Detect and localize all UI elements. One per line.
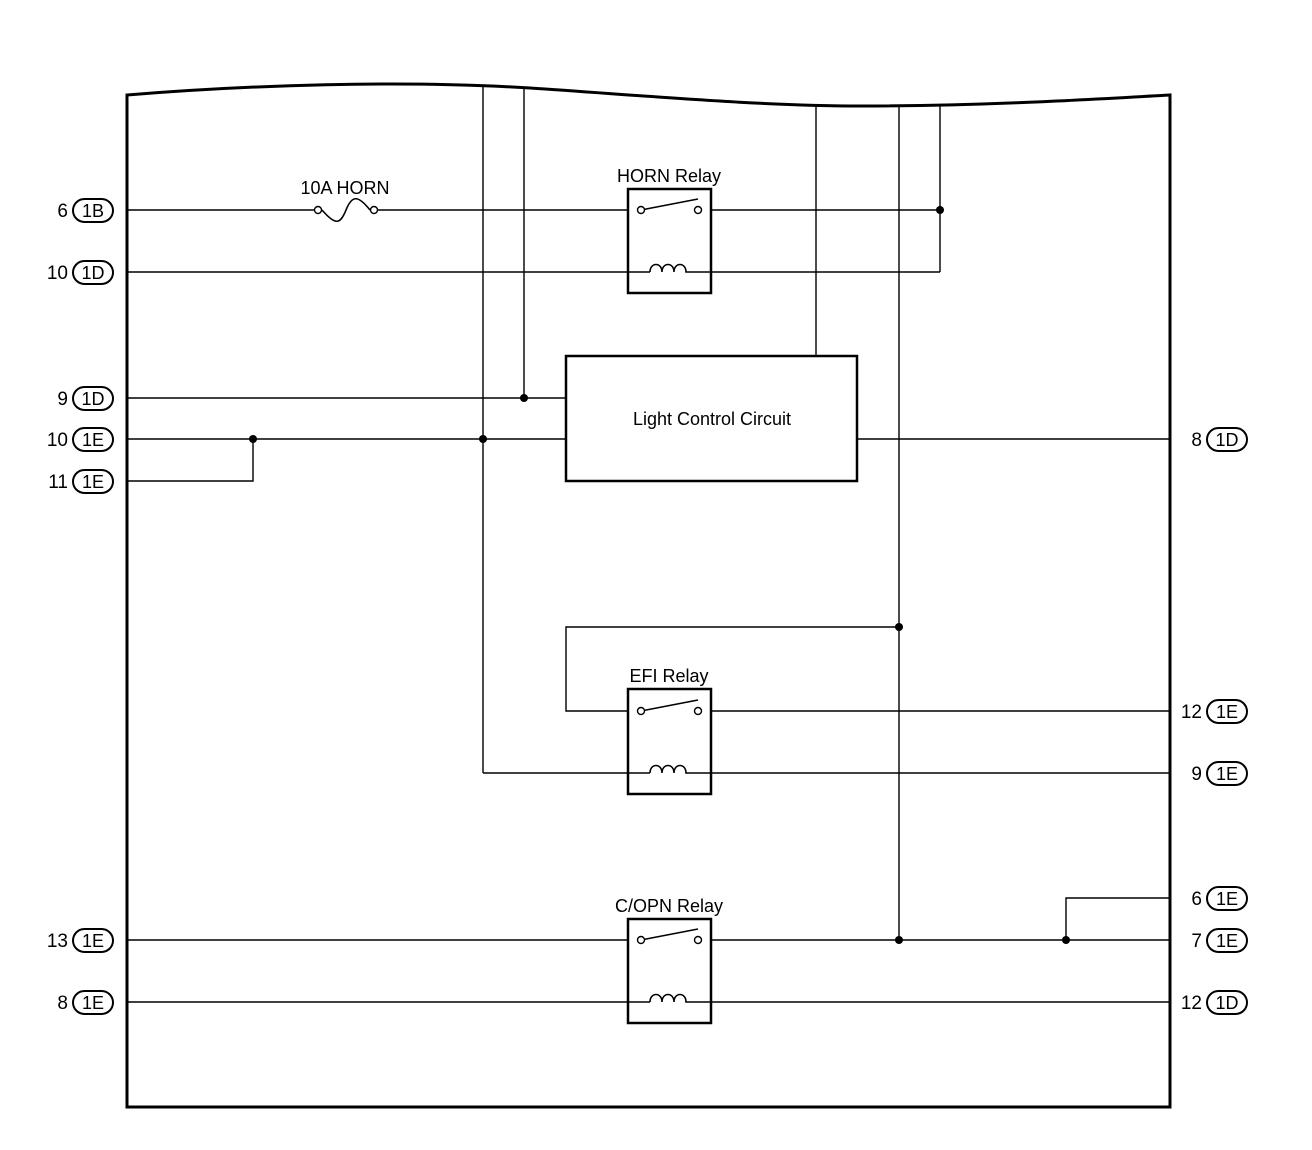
wire-6-1e [1065,897,1170,940]
junction-dot [520,394,528,402]
connector-id: 1E [1216,764,1238,784]
right-connector: 12 1E [1181,699,1248,724]
left-connector: 10 1D [47,260,114,285]
wire-11-1e [127,439,254,482]
junction-dot [936,206,944,214]
connector-id: 1E [82,430,104,450]
junction-dot [249,435,257,443]
junction-block-frame [125,82,1172,1109]
connector-id: 1D [1215,430,1238,450]
pin-number: 9 [57,389,68,410]
fuse-label: 10A HORN [300,178,389,198]
right-connector: 8 1D [1191,427,1248,452]
left-connector: 10 1E [47,427,114,452]
wire-efi-loop [565,626,899,712]
pin-number: 12 [1181,993,1202,1014]
connector-id: 1B [82,201,104,221]
pin-number: 12 [1181,702,1202,723]
junction-dot [895,936,903,944]
connector-id: 1D [1215,993,1238,1013]
pin-number: 13 [47,931,68,952]
pin-number: 8 [57,993,68,1014]
connector-id: 1E [82,993,104,1013]
connector-id: 1E [82,472,104,492]
horn-relay-label: HORN Relay [617,166,721,186]
junction-dot [895,623,903,631]
efi-relay-label: EFI Relay [629,666,708,686]
pin-number: 9 [1191,764,1202,785]
connector-id: 1D [81,389,104,409]
pin-number: 8 [1191,430,1202,451]
connector-id: 1E [82,931,104,951]
connector-id: 1E [1216,889,1238,909]
junction-dot [479,435,487,443]
pin-number: 6 [57,201,68,222]
connector-id: 1E [1216,931,1238,951]
junction-dot [1062,936,1070,944]
copn-relay [626,917,713,1025]
connector-id: 1E [1216,702,1238,722]
left-connector: 9 1D [57,386,114,411]
left-connector: 11 1E [48,469,114,494]
light-control-label: Light Control Circuit [633,409,791,429]
right-connector: 12 1D [1181,990,1248,1015]
right-connector: 6 1E [1191,886,1248,911]
horn-relay [626,187,713,295]
pin-number: 7 [1191,931,1202,952]
left-connector: 13 1E [47,928,114,953]
connector-id: 1D [81,263,104,283]
right-connector: 9 1E [1191,761,1248,786]
pin-number: 11 [48,472,68,493]
copn-relay-label: C/OPN Relay [615,896,723,916]
right-connector: 7 1E [1191,928,1248,953]
efi-relay [626,687,713,796]
left-connector: 6 1B [57,198,114,223]
pin-number: 6 [1191,889,1202,910]
left-connector: 8 1E [57,990,114,1015]
light-control-circuit-box [564,354,859,483]
fuse-10a-horn [313,197,379,223]
pin-number: 10 [47,263,68,284]
pin-number: 10 [47,430,68,451]
